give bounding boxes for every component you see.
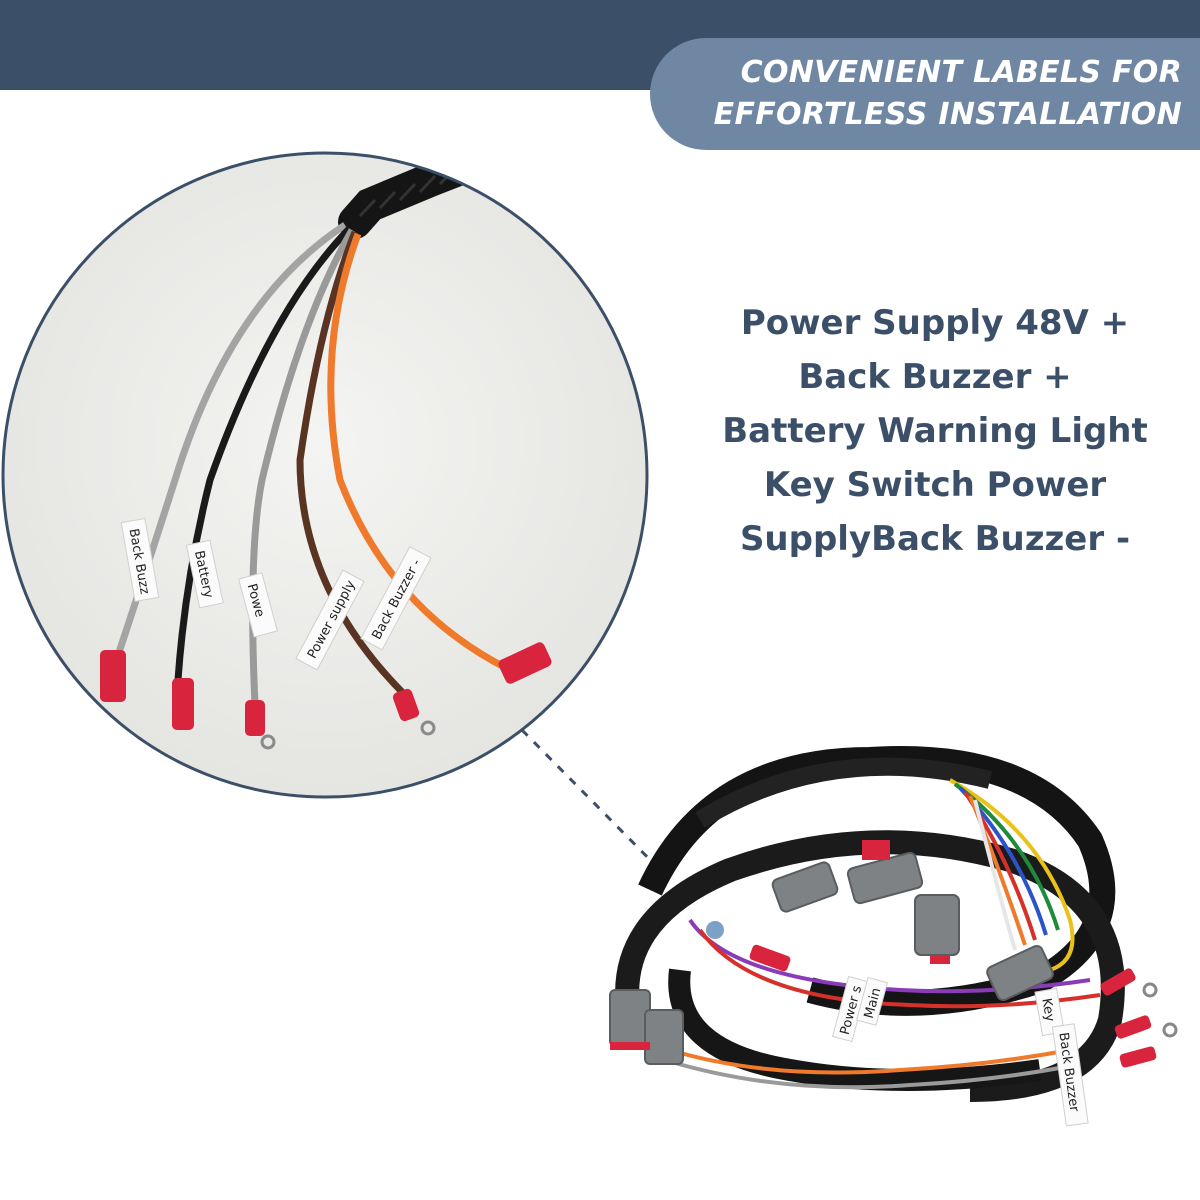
description-line-5: SupplyBack Buzzer - [739,519,1131,559]
banner-title: CONVENIENT LABELS FOR EFFORTLESS INSTALL… [680,52,1182,136]
wire-label-power: Powe [238,572,278,638]
banner-line-1: CONVENIENT LABELS FOR [740,55,1182,90]
banner-line-2: EFFORTLESS INSTALLATION [713,97,1182,132]
harness-label-main: Main [856,976,888,1026]
wire-function-description: Power Supply 48V + Back Buzzer + Battery… [700,296,1170,566]
description-line-4: Key Switch Power [763,465,1107,505]
terminal-connectors [100,642,552,736]
svg-text:Key: Key [1038,997,1057,1023]
description-line-1: Power Supply 48V + [740,303,1130,343]
description-line-3: Battery Warning Light [722,411,1148,451]
wire-label-battery: Battery [185,539,224,609]
feature-banner: CONVENIENT LABELS FOR EFFORTLESS INSTALL… [650,38,1200,150]
wire-closeup-image: Back Buzz Battery Powe Power supply Back… [1,151,649,799]
wiring-harness-image: Key Back Buzzer Power s Main [609,746,1178,1127]
description-line-2: Back Buzzer + [798,357,1072,397]
harness-label-back-buzzer: Back Buzzer [1051,1023,1089,1127]
